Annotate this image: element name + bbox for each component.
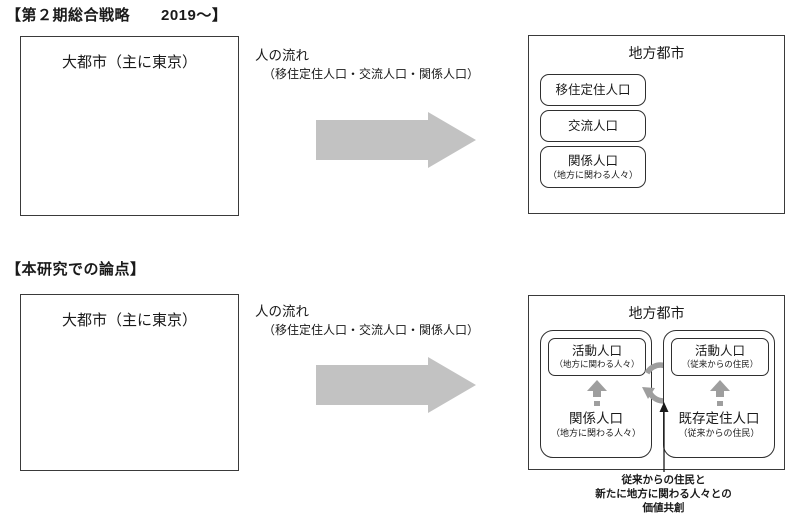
section-heading-2: 【本研究での論点】 (6, 261, 146, 278)
region-panel-right-bottom-label: 既存定住人口 （従来からの住民） (664, 411, 774, 439)
region-box-1: 地方都市 移住定住人口 交流人口 関係人口 （地方に関わる人々） (528, 35, 785, 214)
up-arrow-icon-right (708, 380, 732, 413)
caption-block: 従来からの住民と 新たに地方に関わる人々との 価値共創 (556, 474, 771, 516)
flow-label-main-2: 人の流れ (255, 304, 309, 319)
flow-label-sub-1: （移住定住人口・交流人口・関係人口） (263, 66, 480, 81)
origin-box-label-2: 大都市（主に東京） (61, 312, 197, 329)
region-panel-right-top-box: 活動人口 （従来からの住民） (671, 338, 769, 376)
flow-label-1: 人の流れ （移住定住人口・交流人口・関係人口） (255, 46, 479, 83)
flow-label-sub-2: （移住定住人口・交流人口・関係人口） (263, 322, 480, 337)
region-panel-left-top-sub: （地方に関わる人々） (554, 358, 640, 369)
origin-box-2: 大都市（主に東京） (20, 294, 239, 471)
region-panel-right: 活動人口 （従来からの住民） 既存定住人口 （従来からの住民） (663, 330, 775, 458)
region-panel-right-top-label: 活動人口 (694, 344, 745, 359)
flow-label-main-1: 人の流れ (255, 48, 309, 63)
region-box-title-1: 地方都市 (628, 45, 685, 61)
region-item-1-1: 移住定住人口 (540, 74, 646, 106)
region-panel-left-top-label: 活動人口 (571, 344, 622, 359)
region-item-label-1-2: 交流人口 (567, 118, 618, 133)
caption-line-1: 従来からの住民と (621, 474, 706, 486)
region-panel-left-bottom-sub: （地方に関わる人々） (550, 428, 641, 439)
region-item-1-3: 関係人口 （地方に関わる人々） (540, 146, 646, 188)
region-panel-left-bottom-label: 関係人口 （地方に関わる人々） (541, 411, 651, 439)
up-arrow-icon-left (585, 380, 609, 413)
region-item-1-2: 交流人口 (540, 110, 646, 142)
origin-box-label-1: 大都市（主に東京） (61, 54, 197, 71)
region-panel-left-top-box: 活動人口 （地方に関わる人々） (548, 338, 646, 376)
region-panel-left: 活動人口 （地方に関わる人々） 関係人口 （地方に関わる人々） (540, 330, 652, 458)
region-panel-right-bottom-main: 既存定住人口 (678, 411, 760, 426)
origin-box-1: 大都市（主に東京） (20, 36, 239, 216)
caption-line-2: 新たに地方に関わる人々との (595, 487, 732, 500)
caption-line-3: 価値共創 (642, 501, 685, 514)
region-item-sub-1-3: （地方に関わる人々） (547, 169, 638, 180)
flow-label-2: 人の流れ （移住定住人口・交流人口・関係人口） (255, 302, 479, 339)
region-box-2: 地方都市 活動人口 （地方に関わる人々） 関係人口 （地方に関わる人々） (528, 295, 785, 470)
region-panel-right-bottom-sub: （従来からの住民） (678, 428, 760, 439)
region-item-label-1-3: 関係人口 (567, 154, 618, 169)
region-item-label-1-1: 移住定住人口 (555, 82, 631, 97)
right-block-arrow-icon-2 (316, 357, 476, 413)
section-heading-1: 【第２期総合戦略 2019〜】 (6, 7, 228, 24)
region-panel-right-top-sub: （従来からの住民） (681, 358, 759, 369)
region-box-title-2: 地方都市 (628, 305, 685, 321)
region-panel-left-bottom-main: 関係人口 (569, 411, 623, 426)
right-block-arrow-icon-1 (316, 112, 476, 168)
up-arrow-line-icon (655, 400, 673, 477)
